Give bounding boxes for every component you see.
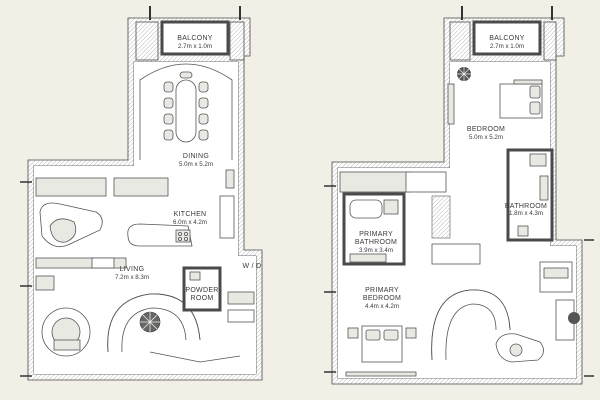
left-pillar — [135, 21, 159, 61]
bedroom-bed — [499, 79, 543, 119]
left-floor-plan: BALCONY 2.7m x 1.0m DINING 5.0m x 5.2m — [20, 6, 263, 381]
primary-bathroom-size: 3.9m x 3.4m — [359, 247, 393, 254]
primary-bedroom-name-line2: BEDROOM — [363, 295, 401, 302]
living-name: LIVING — [120, 266, 145, 273]
left-window-marks — [20, 181, 32, 377]
left-spiral-staircase — [107, 293, 201, 353]
primary-bathroom-name-line2: BATHROOM — [355, 239, 397, 246]
bathroom-shower — [539, 175, 549, 201]
bathroom-size: 1.8m x 4.3m — [509, 210, 543, 217]
primary-bedroom-size: 4.4m x 4.2m — [365, 303, 399, 310]
walk-in-closet — [431, 195, 451, 239]
utility-shelf — [227, 309, 255, 323]
kitchen-upper-counter — [35, 177, 107, 197]
bedroom-name: BEDROOM — [467, 126, 505, 133]
right-spiral-staircase — [431, 289, 511, 361]
dining-table — [163, 71, 209, 143]
bedroom-desk — [447, 83, 455, 125]
round-sectional-sofa — [41, 307, 91, 357]
wd-name: W / D — [243, 263, 262, 270]
closet — [405, 171, 447, 193]
dining-size: 5.0m x 5.2m — [179, 161, 213, 168]
right-window-marks — [324, 185, 594, 377]
right-balcony-name: BALCONY — [489, 35, 525, 42]
primary-bed — [347, 325, 417, 363]
plant-icon — [568, 312, 580, 324]
left-balcony-room — [160, 20, 230, 56]
living-size: 7.2m x 8.3m — [115, 274, 149, 281]
lounge-sofa — [39, 202, 103, 248]
left-balcony-name: BALCONY — [177, 35, 213, 42]
kitchen-upper-counter — [113, 177, 169, 197]
right-floor-plan: BALCONY 2.7m x 1.0m BEDROOM 5.0m x 5.2m … — [324, 6, 594, 385]
living-tv — [91, 257, 115, 269]
kitchen-fridge — [225, 169, 235, 189]
primary-bedroom-name-line1: PRIMARY — [365, 287, 399, 294]
primary-bathroom-name-line1: PRIMARY — [359, 231, 393, 238]
kitchen-side-counter — [219, 195, 235, 239]
primary-vanity — [349, 253, 387, 263]
powder-toilet — [189, 271, 201, 281]
primary-shower — [383, 199, 399, 215]
kitchen-name: KITCHEN — [174, 211, 207, 218]
bedroom-bench — [345, 371, 417, 377]
powder-name-line1: POWDER — [185, 287, 218, 294]
kitchen-island — [127, 223, 193, 247]
right-floor-area — [338, 62, 576, 378]
bathroom-name: BATHROOM — [505, 203, 547, 210]
living-tv-unit — [35, 257, 127, 269]
powder-name-line2: ROOM — [191, 295, 214, 302]
left-pillar — [229, 21, 245, 61]
right-lounge-sofa — [495, 333, 544, 363]
closet — [339, 171, 411, 193]
utility-counter — [227, 291, 255, 305]
bathroom-sink — [529, 153, 547, 167]
bedroom-size: 5.0m x 5.2m — [469, 134, 503, 141]
left-balcony-size: 2.7m x 1.0m — [178, 43, 212, 50]
right-balcony-size: 2.7m x 1.0m — [490, 43, 524, 50]
primary-bathtub — [349, 199, 383, 219]
bathroom-toilet — [517, 225, 529, 237]
kitchen-size: 6.0m x 4.2m — [173, 219, 207, 226]
laundry-counter — [543, 267, 569, 279]
living-armchair — [35, 275, 55, 291]
closet-shelf — [431, 243, 481, 265]
right-balcony-room — [472, 20, 542, 56]
stair-flight — [149, 351, 241, 363]
dining-bay — [139, 63, 233, 160]
dining-name: DINING — [183, 153, 209, 160]
